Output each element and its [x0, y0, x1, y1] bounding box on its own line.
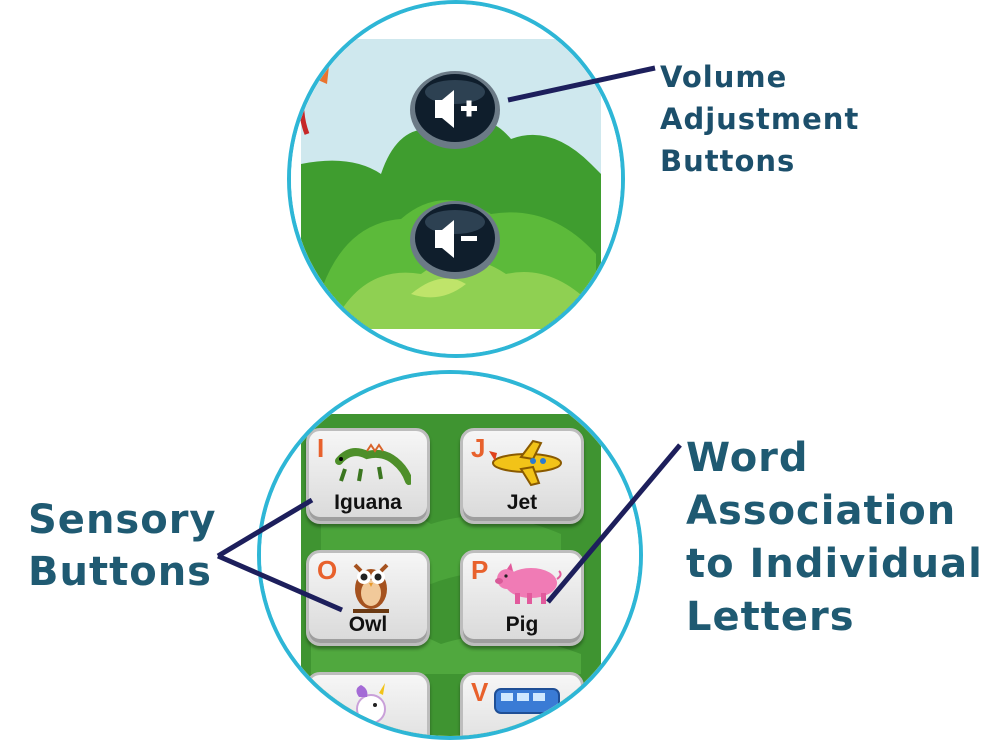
owl-icon [353, 563, 389, 613]
airplane-icon [489, 439, 562, 487]
card-word: Owl [348, 613, 388, 636]
card-letter: I [317, 433, 325, 463]
volume-callout-label: Volume Adjustment Buttons [660, 56, 859, 182]
callout-line: Association [686, 488, 957, 534]
callout-line: Word [686, 435, 809, 481]
callout-line: Volume [660, 60, 788, 94]
letter-card[interactable]: J Jet [460, 428, 584, 524]
sensory-pointer-line-owl [217, 553, 343, 613]
card-word: Jet [506, 491, 538, 514]
letter-card[interactable]: O Owl [306, 550, 430, 646]
iguana-icon [335, 443, 411, 485]
speaker-plus-icon [410, 71, 500, 149]
callout-line: Buttons [660, 144, 796, 178]
volume-up-button[interactable] [409, 70, 501, 150]
callout-line: Buttons [28, 549, 212, 595]
word-association-callout-label: Word Association to Individual Letters [686, 432, 983, 644]
card-word: Iguana [334, 491, 402, 514]
card-letter: P [471, 555, 489, 585]
sensory-callout-label: Sensory Buttons [28, 494, 217, 598]
letter-card[interactable] [306, 672, 430, 736]
volume-pointer-line [507, 65, 656, 103]
card-letter: V [471, 677, 489, 707]
letter-card[interactable]: V [460, 672, 584, 736]
speaker-minus-icon [410, 201, 500, 279]
volume-zoom-scene [291, 4, 621, 354]
card-word: Pig [505, 613, 539, 636]
letter-card[interactable]: I Iguana [306, 428, 430, 524]
volume-zoom-lens [287, 0, 625, 358]
unicorn-icon [356, 683, 386, 723]
callout-line: to Individual [686, 541, 983, 587]
letter-card[interactable]: P Pig [460, 550, 584, 646]
callout-line: Sensory [28, 497, 217, 543]
word-pointer-line [546, 443, 682, 604]
sensory-pointer-line-iguana [216, 497, 314, 559]
card-letter: J [471, 433, 486, 463]
card-letter: O [317, 555, 338, 585]
volume-down-button[interactable] [409, 200, 501, 280]
callout-line: Letters [686, 594, 855, 640]
callout-line: Adjustment [660, 102, 860, 136]
pig-icon [495, 563, 562, 604]
van-icon [494, 688, 560, 714]
letter-cards-zoom-lens: I Iguana J Jet O [257, 370, 643, 740]
